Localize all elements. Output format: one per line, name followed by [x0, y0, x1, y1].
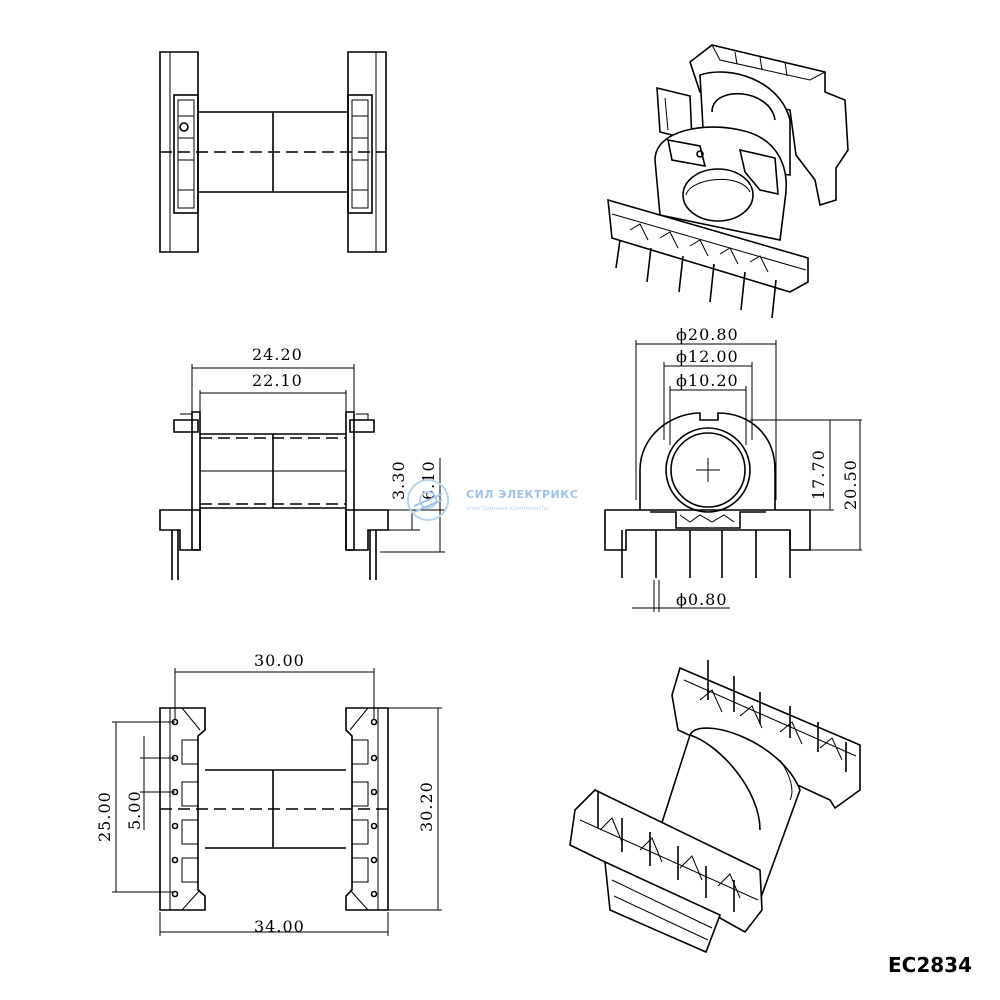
bottom-view — [112, 668, 442, 936]
isometric-view-top — [607, 44, 849, 319]
watermark-name: СИЛ ЭЛЕКТРИКС — [466, 488, 578, 501]
bottom-base-right — [345, 707, 389, 911]
isometric-front-base — [569, 789, 763, 934]
isometric-rear-pins — [707, 660, 847, 772]
isometric-rear-base — [671, 666, 861, 810]
dim-bore-diameter: ϕ10.20 — [676, 371, 739, 390]
dim-flange-inner: 22.10 — [252, 371, 303, 390]
front-flange-outline — [639, 412, 776, 510]
dim-base-width: 34.00 — [254, 917, 305, 936]
pin1-marker-icon — [179, 122, 189, 132]
front-base — [604, 509, 811, 551]
dim-winding-diameter: ϕ12.00 — [676, 347, 739, 366]
isometric-base-rail — [607, 198, 809, 293]
watermark-logo — [407, 479, 449, 521]
bottom-base-left — [159, 707, 206, 911]
isometric-view-bottom — [569, 660, 861, 954]
dim-pin-pitch: 5.00 — [125, 790, 144, 830]
part-code: EC2834 — [888, 953, 972, 977]
dim-outer-diameter: ϕ20.80 — [676, 325, 739, 344]
side-base-left — [159, 509, 201, 551]
front-view — [604, 340, 862, 612]
dim-pin-diameter: ϕ0.80 — [676, 590, 728, 609]
isometric-pins — [615, 239, 777, 319]
dim-pin-row-span: 30.00 — [254, 651, 305, 670]
left-flange-slot — [173, 94, 199, 214]
dim-center-height: 17.70 — [809, 449, 828, 500]
dim-pin-offset: 3.30 — [389, 460, 408, 500]
dim-flange-outer: 24.20 — [252, 345, 303, 364]
front-pins — [621, 530, 791, 578]
isometric-bore — [682, 168, 754, 222]
watermark-tagline: электронные компоненты — [466, 505, 549, 512]
left-flange-outline — [159, 51, 199, 253]
top-view — [159, 51, 387, 253]
isometric-front-pins — [597, 792, 735, 912]
side-view — [159, 364, 445, 580]
watermark-gear-icon — [407, 479, 449, 521]
dim-pin-spacing-total: 25.00 — [95, 791, 114, 842]
dim-base-depth: 30.20 — [417, 781, 436, 832]
dim-total-height: 20.50 — [841, 459, 860, 510]
